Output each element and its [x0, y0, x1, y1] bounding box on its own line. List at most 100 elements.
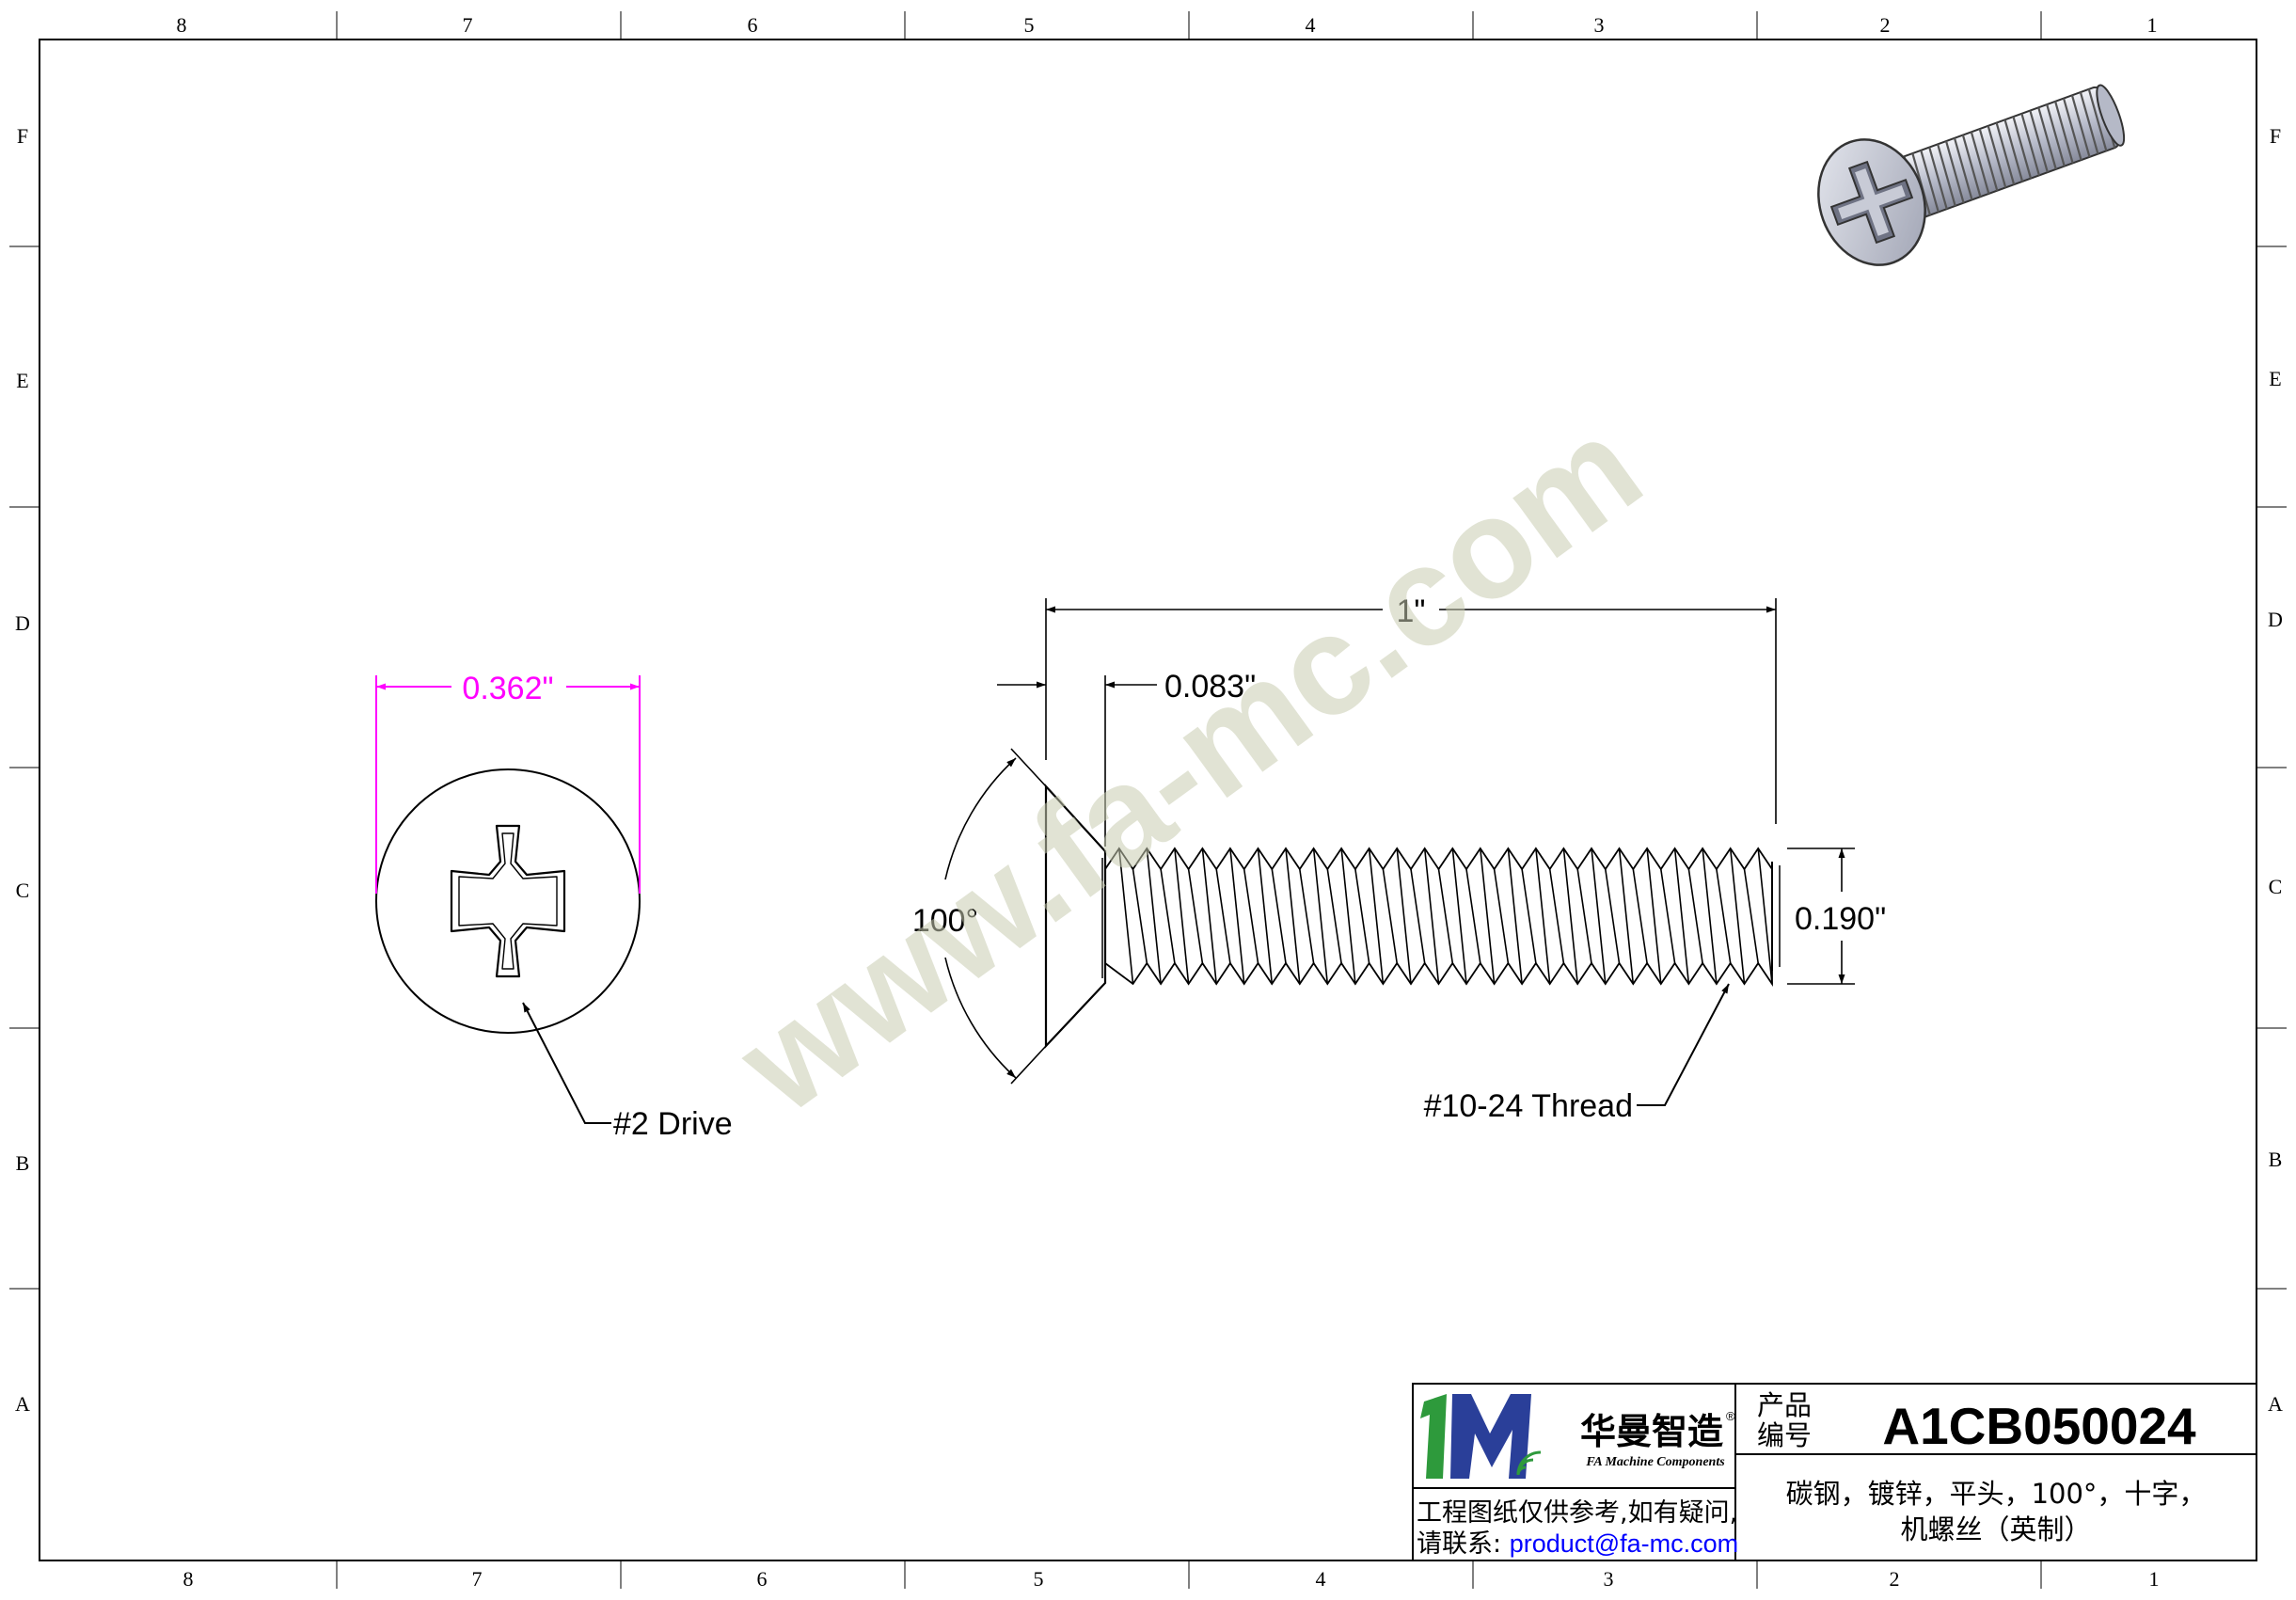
thread-root-line [1187, 868, 1204, 964]
iso-thread-line [2087, 88, 2108, 151]
thread-root-line [1160, 868, 1176, 964]
zone-col-3-bottom: 3 [1604, 1567, 1614, 1591]
iso-thread-line [1937, 143, 1956, 207]
zone-row-b-right: B [2269, 1148, 2283, 1171]
thread-crest-line [1535, 848, 1551, 985]
thread-root-line [1215, 868, 1231, 964]
zone-row-f-left: F [17, 124, 28, 148]
contact-email-link[interactable]: product@fa-mc.com [1510, 1529, 1738, 1558]
thread-crest-line [1451, 848, 1467, 985]
head-angle-dimension: 100° [912, 903, 978, 939]
thread-crest-line [1480, 848, 1496, 985]
zone-col-5-top: 5 [1024, 13, 1035, 37]
thread-root-line [1243, 868, 1259, 964]
iso-thread-line [2070, 95, 2091, 158]
contact-prefix: 请联系: [1417, 1529, 1510, 1559]
drawing-frame: 8 7 6 5 4 3 2 1 8 7 6 5 4 3 2 1 F E D C … [9, 11, 2287, 1591]
head-height-dimension: 0.083" [1164, 669, 1256, 705]
thread-crest-line [1229, 848, 1245, 985]
zone-col-6-bottom: 6 [757, 1567, 768, 1591]
thread-root-line [1437, 868, 1454, 964]
logo-english-name: FA Machine Components [1585, 1455, 1725, 1469]
thread-crest-line [1146, 848, 1162, 985]
product-number-label-1: 产品 [1757, 1389, 1812, 1421]
zone-col-5-bottom: 5 [1034, 1567, 1044, 1591]
thread-root-line [1576, 868, 1592, 964]
thread-crest-line [1118, 848, 1134, 985]
thread-crest-line [1646, 848, 1662, 985]
thread-root-line [1132, 868, 1148, 964]
thread-crest-line [1368, 848, 1385, 985]
title-block: 华曼智造 ® FA Machine Components 工程图纸仅供参考,如有… [1412, 1383, 2257, 1561]
zone-col-4-top: 4 [1306, 13, 1316, 37]
head-diameter-dimension: 0.362" [462, 671, 553, 706]
zone-row-a-left: A [15, 1392, 30, 1416]
zone-row-d-right: D [2268, 608, 2283, 631]
zone-row-e-right: E [2269, 367, 2281, 390]
iso-thread-line [2020, 113, 2041, 176]
thread-crest-line [1673, 848, 1690, 985]
iso-thread-line [1978, 128, 1999, 191]
thread-crest-line [1729, 848, 1746, 985]
thread-crest-line [1201, 848, 1217, 985]
iso-thread-line [1953, 137, 1973, 200]
thread-root-line [1465, 868, 1481, 964]
thread-crest-line [1507, 848, 1523, 985]
disclaimer-line-1: 工程图纸仅供参考,如有疑问, [1417, 1498, 1737, 1528]
thread-root-line [1743, 868, 1759, 964]
contact-line: 请联系: product@fa-mc.com [1417, 1529, 1738, 1559]
thread-crest-line [1757, 848, 1773, 985]
iso-thread-line [2003, 119, 2024, 182]
zone-row-d-left: D [15, 611, 30, 635]
zone-col-6-top: 6 [748, 13, 758, 37]
iso-thread-line [1928, 147, 1948, 210]
iso-thread-line [2046, 103, 2066, 166]
iso-thread-line [2062, 98, 2082, 161]
thread-root-line [1605, 868, 1621, 964]
description-line-1: 碳钢，镀锌，平头，100°，十字， [1786, 1478, 2207, 1510]
product-number-label-2: 编号 [1757, 1419, 1812, 1451]
phillips-recess [450, 824, 566, 978]
thread-crest-line [1423, 848, 1440, 985]
thread-crest-line [1396, 848, 1412, 985]
zone-col-7-bottom: 7 [472, 1567, 483, 1591]
thread-root-line [1271, 868, 1287, 964]
wifi-icon [1516, 1450, 1542, 1476]
thread-root-line [1548, 868, 1565, 964]
thread-root-line [1299, 868, 1315, 964]
drive-callout: #2 Drive [613, 1106, 733, 1142]
zone-row-c-left: C [16, 879, 30, 902]
thread-crest-line [1618, 848, 1635, 985]
thread-crest-line [1702, 848, 1718, 985]
watermark: www.fa-mc.com [710, 387, 1669, 1143]
thread-root-line [1326, 868, 1342, 964]
thread-root-line [1410, 868, 1426, 964]
thread-root-line [1354, 868, 1370, 964]
zone-row-c-right: C [2269, 875, 2283, 898]
thread-crest-line [1562, 848, 1578, 985]
iso-thread-line [1970, 131, 1990, 195]
length-dimension: 1" [1397, 594, 1426, 629]
registered-mark-icon: ® [1726, 1409, 1735, 1423]
thread-crest-line [1257, 848, 1274, 985]
iso-thread-line [2012, 116, 2033, 179]
thread-root-line [1660, 868, 1676, 964]
iso-thread-line [1944, 140, 1965, 203]
thread-root-line [1687, 868, 1703, 964]
zone-col-1-top: 1 [2147, 13, 2158, 37]
zone-col-8-bottom: 8 [183, 1567, 194, 1591]
thread-root-line [1493, 868, 1510, 964]
iso-thread-line [1995, 122, 2016, 185]
iso-thread-line [2079, 91, 2099, 154]
thread-crest-line [1312, 848, 1329, 985]
thread-diameter-dimension: 0.190" [1795, 901, 1886, 937]
logo-chinese-name: 华曼智造 [1580, 1411, 1723, 1452]
thread-root-line [1521, 868, 1537, 964]
thread-crest-line [1174, 848, 1190, 985]
thread-root-line [1382, 868, 1398, 964]
zone-col-8-top: 8 [177, 13, 187, 37]
company-logo: 华曼智造 ® FA Machine Components [1420, 1394, 1735, 1479]
zone-row-b-left: B [16, 1151, 30, 1175]
description-line-2: 机螺丝（英制） [1900, 1513, 2091, 1545]
